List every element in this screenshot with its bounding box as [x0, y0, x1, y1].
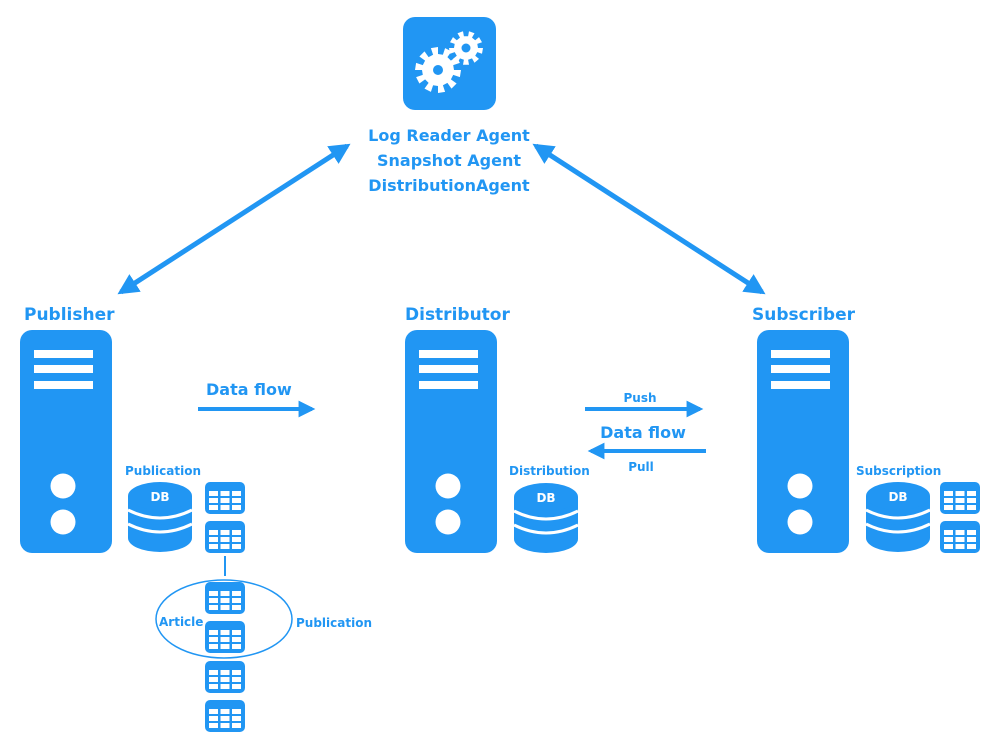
publication-group-ellipse: [155, 579, 293, 659]
agent-label-distribution: DistributionAgent: [368, 176, 530, 195]
table-icon: [205, 661, 245, 693]
db-text: DB: [536, 491, 555, 505]
push-label: Push: [623, 391, 656, 405]
table-icon: [205, 482, 245, 514]
pull-label: Pull: [628, 460, 654, 474]
article-label: Article: [159, 615, 203, 629]
publication-group-label: Publication: [296, 616, 372, 630]
agent-label-log-reader: Log Reader Agent: [368, 126, 530, 145]
table-icon: [205, 521, 245, 553]
publication-db-label: Publication: [125, 464, 201, 478]
distribution-db-icon: DB: [512, 481, 580, 555]
agent-label-snapshot: Snapshot Agent: [377, 151, 521, 170]
subscriber-label: Subscriber: [752, 305, 856, 325]
distribution-db-label: Distribution: [509, 464, 590, 478]
gears-icon: [403, 17, 496, 110]
subscription-db-icon: DB: [864, 480, 932, 554]
article-table-icon: [205, 621, 245, 653]
subscriber-agent-arrow: [532, 143, 766, 295]
gear-hole: [433, 65, 443, 75]
table-icon: [940, 521, 980, 553]
publication-db-icon: DB: [126, 480, 194, 554]
db-text: DB: [888, 490, 907, 504]
distributor-server-icon: [405, 330, 497, 553]
article-table-icon: [205, 582, 245, 614]
subscription-db-label: Subscription: [856, 464, 941, 478]
gear-hole: [461, 43, 471, 53]
subscriber-server-icon: [757, 330, 849, 553]
publisher-agent-arrow: [117, 143, 351, 295]
db-text: DB: [150, 490, 169, 504]
publisher-label: Publisher: [24, 305, 115, 325]
distributor-label: Distributor: [405, 305, 510, 325]
table-icon: [940, 482, 980, 514]
data-flow-label: Data flow: [206, 380, 292, 399]
data-flow-label-2: Data flow: [600, 423, 686, 442]
publisher-server-icon: [20, 330, 112, 553]
table-icon: [205, 700, 245, 732]
